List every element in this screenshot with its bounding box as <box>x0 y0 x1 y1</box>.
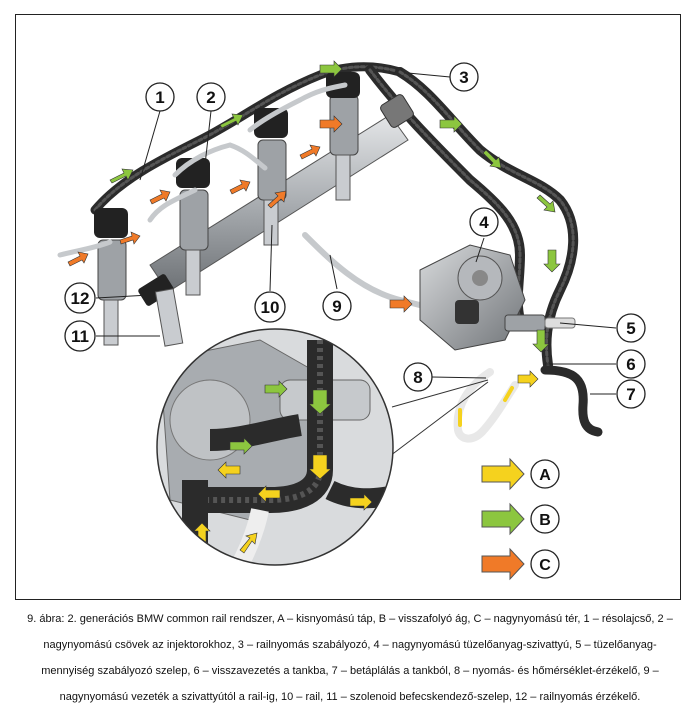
callout-11: 11 <box>64 320 96 352</box>
high-pressure-flow-arrows <box>67 115 413 313</box>
low-pressure-flow-arrows <box>517 370 539 388</box>
leader-lines <box>95 72 617 395</box>
svg-text:B: B <box>539 512 551 529</box>
return-flow-arrows <box>109 60 561 353</box>
legend-item-b: B <box>481 502 560 536</box>
callout-3: 3 <box>449 62 479 92</box>
svg-text:1: 1 <box>155 88 164 107</box>
svg-text:C: C <box>539 557 551 574</box>
callout-7: 7 <box>616 379 646 409</box>
callouts: 1 2 3 4 5 6 7 8 9 10 11 12 <box>64 62 646 409</box>
legend-item-a: A <box>481 457 560 491</box>
svg-text:6: 6 <box>626 355 635 374</box>
svg-text:12: 12 <box>71 289 90 308</box>
injectors <box>94 72 360 347</box>
svg-text:10: 10 <box>261 298 280 317</box>
callout-9: 9 <box>322 291 352 321</box>
callout-6: 6 <box>616 349 646 379</box>
legend-item-c: C <box>481 547 560 581</box>
common-rail-diagram: 1 2 3 4 5 6 7 8 9 10 11 12 A B C <box>57 60 646 581</box>
svg-text:3: 3 <box>459 68 468 87</box>
callout-5: 5 <box>616 313 646 343</box>
callout-10: 10 <box>254 291 286 323</box>
injector-3 <box>254 108 288 246</box>
legend: A B C <box>481 457 560 581</box>
callout-2: 2 <box>196 82 226 112</box>
injector-2 <box>176 158 210 296</box>
svg-text:7: 7 <box>626 385 635 404</box>
callout-12: 12 <box>64 282 96 314</box>
zoom-detail <box>156 328 489 566</box>
injector-1 <box>94 208 128 346</box>
svg-text:A: A <box>539 467 551 484</box>
callout-1: 1 <box>145 82 175 112</box>
svg-text:11: 11 <box>71 327 89 346</box>
figure-caption: 9. ábra: 2. generációs BMW common rail r… <box>27 613 673 703</box>
pump <box>419 244 576 351</box>
svg-text:9: 9 <box>332 297 341 316</box>
svg-text:8: 8 <box>413 368 422 387</box>
feed-line <box>453 368 519 443</box>
svg-text:2: 2 <box>206 88 215 107</box>
svg-text:4: 4 <box>479 213 489 232</box>
callout-8: 8 <box>403 362 433 392</box>
callout-4: 4 <box>469 207 499 237</box>
svg-text:5: 5 <box>626 319 635 338</box>
return-hose-injectors <box>90 62 405 215</box>
